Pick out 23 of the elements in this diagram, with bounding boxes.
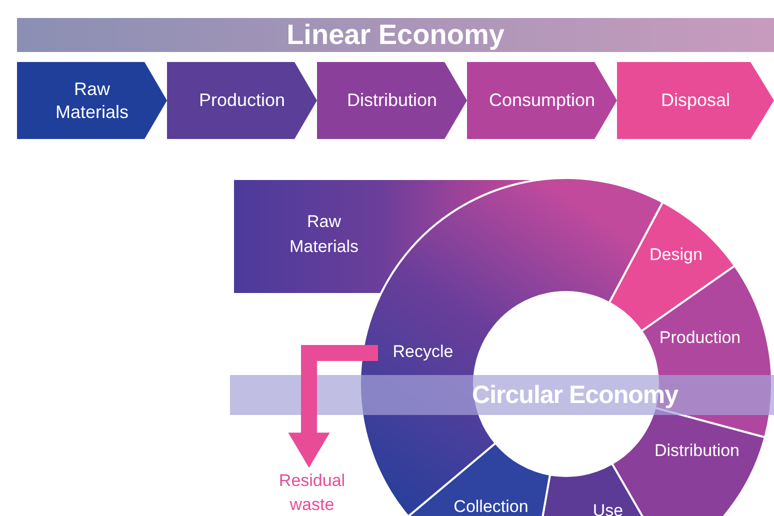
node-text: Collection [454, 497, 528, 516]
chevron-step [167, 62, 317, 139]
node-text: Consumption [488, 89, 596, 112]
node-text: Recycle [392, 342, 454, 361]
title-band [346, 375, 774, 415]
node-text: Design [650, 245, 702, 264]
chevron-step [317, 62, 467, 139]
node-text: Distribution [654, 441, 740, 460]
node-text: Circular Economy [472, 382, 678, 408]
chevron-step [467, 62, 617, 139]
node-text: Production [198, 89, 286, 112]
chevron-step [617, 62, 774, 139]
chevron-step [17, 62, 167, 139]
node-text: Raw Materials [290, 212, 358, 256]
node-text: Distribution [346, 89, 438, 112]
node-text: Residual waste [278, 471, 346, 514]
node-text: Linear Economy [286, 21, 504, 49]
node-text: Use [592, 501, 624, 516]
title-band [17, 18, 774, 52]
input-band [234, 180, 380, 293]
node-text: Production [659, 328, 741, 347]
node-text: Disposal [660, 89, 730, 112]
node-text: Raw Materials [54, 78, 130, 124]
